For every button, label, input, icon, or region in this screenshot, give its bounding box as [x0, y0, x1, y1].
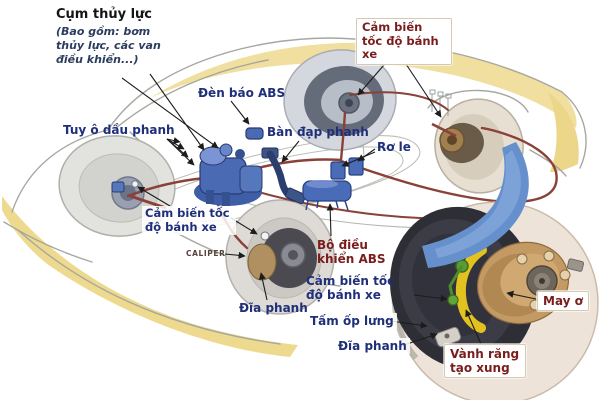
label-brake-pedal: Bàn đạp phanh: [267, 125, 369, 139]
label-wheel-speed-sensor-bottom: Cảm biến tốc độ bánh xe: [306, 274, 395, 303]
hydraulic-unit-heading: Cụm thủy lực: [56, 7, 153, 22]
hydraulic-unit-subtitle: (Bao gồm: bơm thủy lực, các van điều khi…: [56, 25, 161, 67]
zoom-swoosh: [422, 142, 529, 268]
label-pulse-ring: Vành răng tạo xung: [444, 344, 526, 379]
car-body-shading: [2, 42, 579, 357]
leader-lines: [121, 57, 537, 348]
label-brake-fluid-hose: Tuy ô dầu phanh: [63, 123, 175, 137]
label-brake-disc-right: Đĩa phanh: [335, 338, 410, 355]
label-brake-disc-left: Đĩa phanh: [239, 301, 308, 315]
label-hub: May ơ: [537, 291, 589, 312]
label-wheel-speed-sensor-left: Cảm biến tốc độ bánh xe: [142, 206, 236, 236]
label-abs-warning-light: Đèn báo ABS: [198, 86, 286, 100]
label-relay: Rơ le: [377, 140, 411, 154]
brake-pedal: [261, 147, 307, 205]
abs-warning-lamp: [245, 127, 264, 140]
label-backing-plate: Tấm ốp lưng: [307, 313, 397, 330]
hydraulic-unit: [194, 143, 263, 206]
label-caliper: CALIPER: [186, 249, 226, 258]
label-wheel-speed-sensor-top: Cảm biến tốc độ bánh xe: [356, 18, 452, 65]
abs-control-module: [302, 180, 352, 211]
label-abs-control-unit: Bộ điều khiển ABS: [317, 238, 386, 267]
pulse-ring-graphic: [455, 245, 487, 333]
